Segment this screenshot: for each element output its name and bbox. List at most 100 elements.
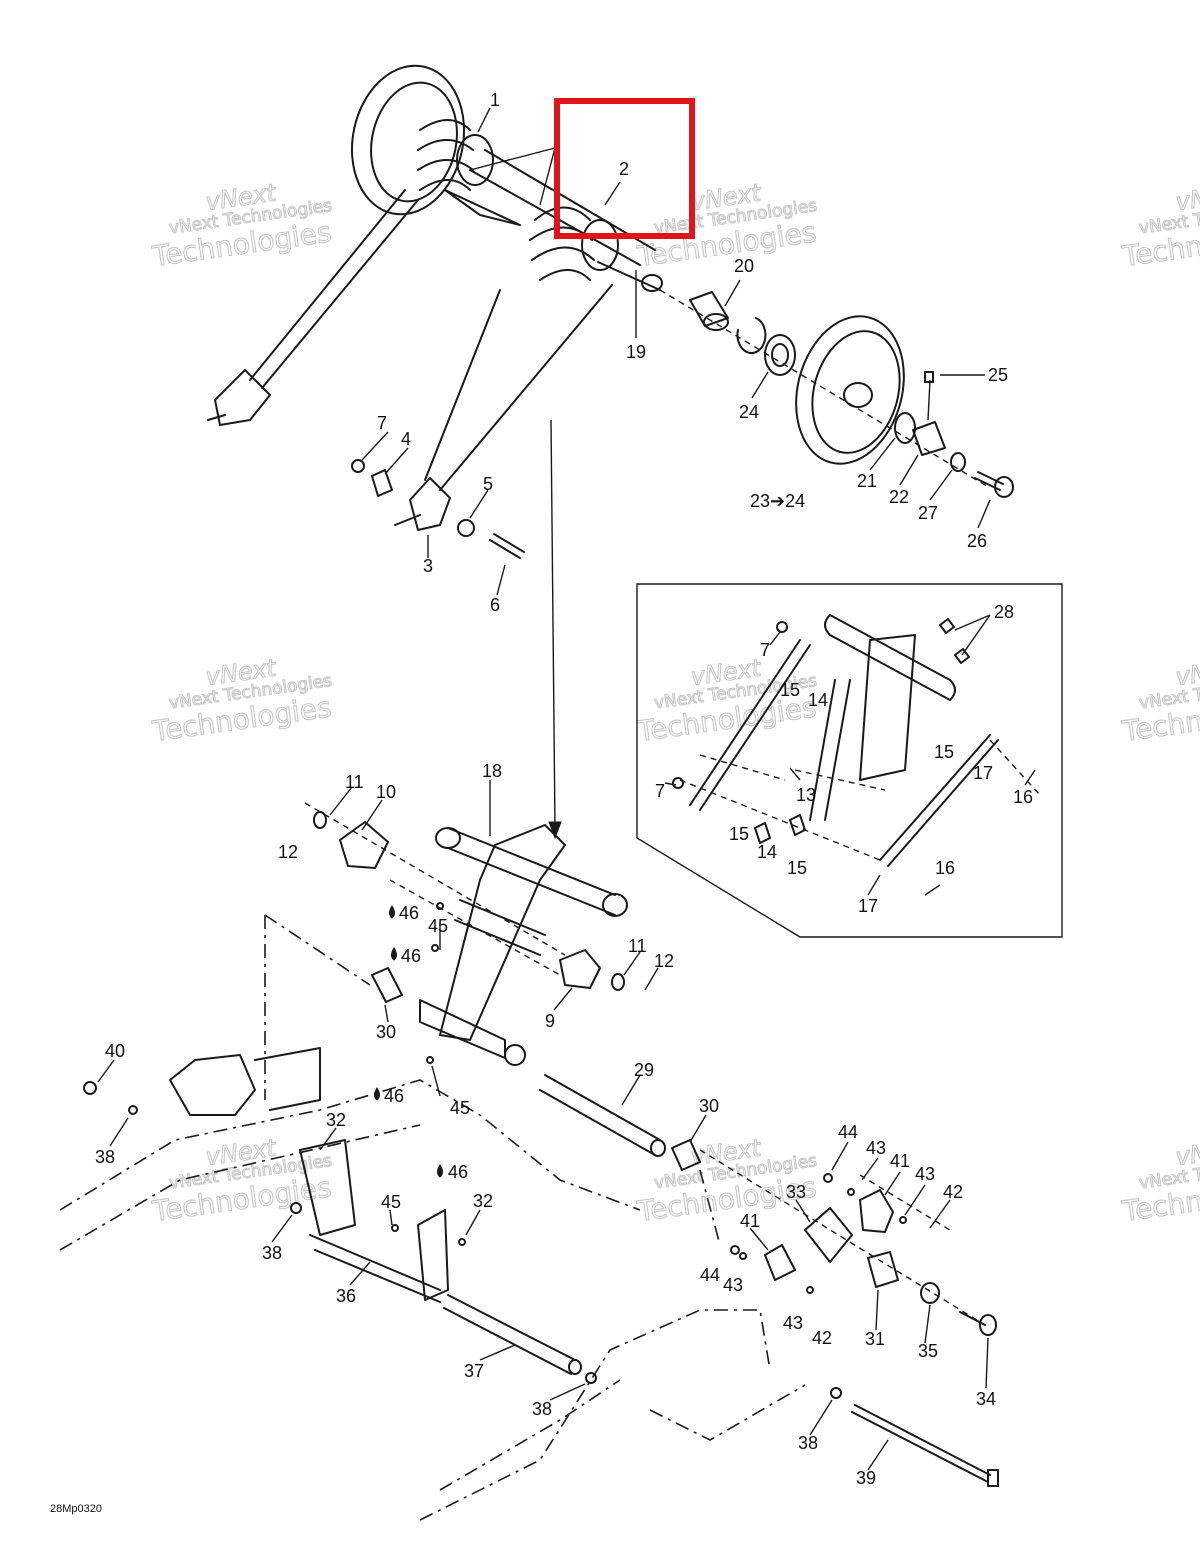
part-label-12-b: 12: [654, 951, 674, 971]
circlip: [736, 317, 767, 354]
watermark-group: vNext vNext Technologies Technologies vN…: [149, 178, 1200, 1229]
bushing-30-left: [371, 967, 403, 1003]
part-label-22: 22: [889, 487, 909, 507]
part-label-38: 38: [95, 1147, 115, 1167]
part-label-46-d: 46: [448, 1162, 468, 1182]
part-label-30: 30: [376, 1022, 396, 1042]
part-label-43: 43: [866, 1138, 886, 1158]
axis-line-top: [659, 289, 991, 489]
part-label-2: 2: [619, 159, 629, 179]
highlight-box: [554, 98, 695, 239]
part-label-45-b: 45: [450, 1098, 470, 1118]
part-label-37: 37: [464, 1361, 484, 1381]
leader-25: [927, 379, 931, 421]
part-label-32-b: 32: [473, 1191, 493, 1211]
washer-5: [457, 519, 475, 537]
part-label-14-inset-b: 14: [757, 842, 777, 862]
bushing-20: [689, 291, 729, 331]
block-41-bottom: [764, 1244, 796, 1281]
bolt-39: [851, 1404, 999, 1487]
part-label-39: 39: [856, 1468, 876, 1488]
part-label-43-b: 43: [915, 1164, 935, 1184]
washer-11-left: [313, 811, 327, 829]
bolt-6: [489, 533, 525, 559]
shaft-29: [539, 1074, 666, 1157]
part-label-7-inset-b: 7: [655, 781, 665, 801]
part-label-42-b: 42: [812, 1328, 832, 1348]
spring-right: [529, 206, 619, 281]
assembly-arrow: [548, 419, 562, 840]
part-label-15-inset: 15: [780, 680, 800, 700]
adjuster-cam-3: [394, 477, 451, 531]
part-label-38-d: 38: [798, 1433, 818, 1453]
part-label-12: 12: [278, 842, 298, 862]
block-41-top: [859, 1189, 894, 1233]
part-label-3: 3: [423, 556, 433, 576]
oil-drop-icon: [437, 1164, 443, 1178]
inset-detail-box: [636, 583, 1063, 938]
part-label-35: 35: [918, 1341, 938, 1361]
leader-lines: [97, 107, 1036, 1471]
part-label-23-24: 23➔24: [750, 491, 805, 511]
part-label-13: 13: [796, 785, 816, 805]
part-label-16-inset: 16: [1013, 787, 1033, 807]
part-label-41: 41: [890, 1151, 910, 1171]
part-label-11-b: 11: [628, 936, 647, 956]
part-label-5: 5: [483, 474, 493, 494]
part-label-30-b: 30: [699, 1096, 719, 1116]
bushing-4: [371, 469, 393, 497]
part-label-1: 1: [490, 90, 500, 110]
part-label-31: 31: [865, 1329, 885, 1349]
part-label-4: 4: [401, 429, 411, 449]
bearing-24: [764, 334, 796, 376]
part-label-7-inset: 7: [760, 640, 770, 660]
oil-drop-icon: [391, 947, 397, 961]
oil-drop-icon: [389, 905, 395, 919]
part-label-44-b: 44: [700, 1265, 720, 1285]
part-label-19: 19: [626, 342, 646, 362]
part-label-29: 29: [634, 1060, 654, 1080]
seal-21: [894, 412, 916, 444]
part-label-42: 42: [943, 1182, 963, 1202]
part-label-38-c: 38: [532, 1399, 552, 1419]
nut-7: [351, 459, 365, 473]
part-labels: 1 2 20 19 25 24 21 22 27 23➔24 26 7 4 5 …: [95, 90, 1033, 1488]
part-label-6: 6: [490, 595, 500, 615]
part-label-41-b: 41: [740, 1211, 760, 1231]
bolt-34: [959, 1311, 997, 1336]
part-label-33: 33: [786, 1182, 806, 1202]
part-label-40: 40: [105, 1041, 125, 1061]
frame-left-bracket: [169, 1047, 321, 1116]
cam-10: [339, 821, 389, 869]
axis-line-low: [699, 1149, 986, 1326]
part-label-28: 28: [994, 602, 1014, 622]
part-label-43-d: 43: [783, 1313, 803, 1333]
part-label-46-b: 46: [401, 946, 421, 966]
idler-wheel-23: [795, 315, 905, 465]
part-label-45: 45: [428, 916, 448, 936]
part-label-17-inset-b: 17: [858, 896, 878, 916]
part-label-9: 9: [545, 1011, 555, 1031]
part-label-20: 20: [734, 256, 754, 276]
hardware-small: [83, 902, 907, 1399]
washer-11-right: [611, 973, 625, 991]
part-label-26: 26: [967, 531, 987, 551]
bolt-26: [974, 471, 1014, 498]
spring-left: [417, 119, 494, 191]
part-label-17-inset: 17: [973, 763, 993, 783]
part-label-16-inset-b: 16: [935, 858, 955, 878]
part-label-43-c: 43: [723, 1275, 743, 1295]
frame-rail-left: [59, 914, 641, 1251]
part-label-44: 44: [838, 1122, 858, 1142]
bushing-31: [867, 1251, 899, 1288]
part-label-18: 18: [482, 761, 502, 781]
washer-27: [950, 452, 966, 472]
figure-code: 28Mp0320: [50, 1503, 102, 1515]
swing-arm-18: [419, 824, 628, 1066]
part-label-11: 11: [345, 772, 364, 792]
part-label-46: 46: [399, 903, 419, 923]
part-label-10: 10: [376, 782, 396, 802]
part-label-15-inset-c: 15: [729, 824, 749, 844]
set-screw-25: [924, 371, 934, 383]
